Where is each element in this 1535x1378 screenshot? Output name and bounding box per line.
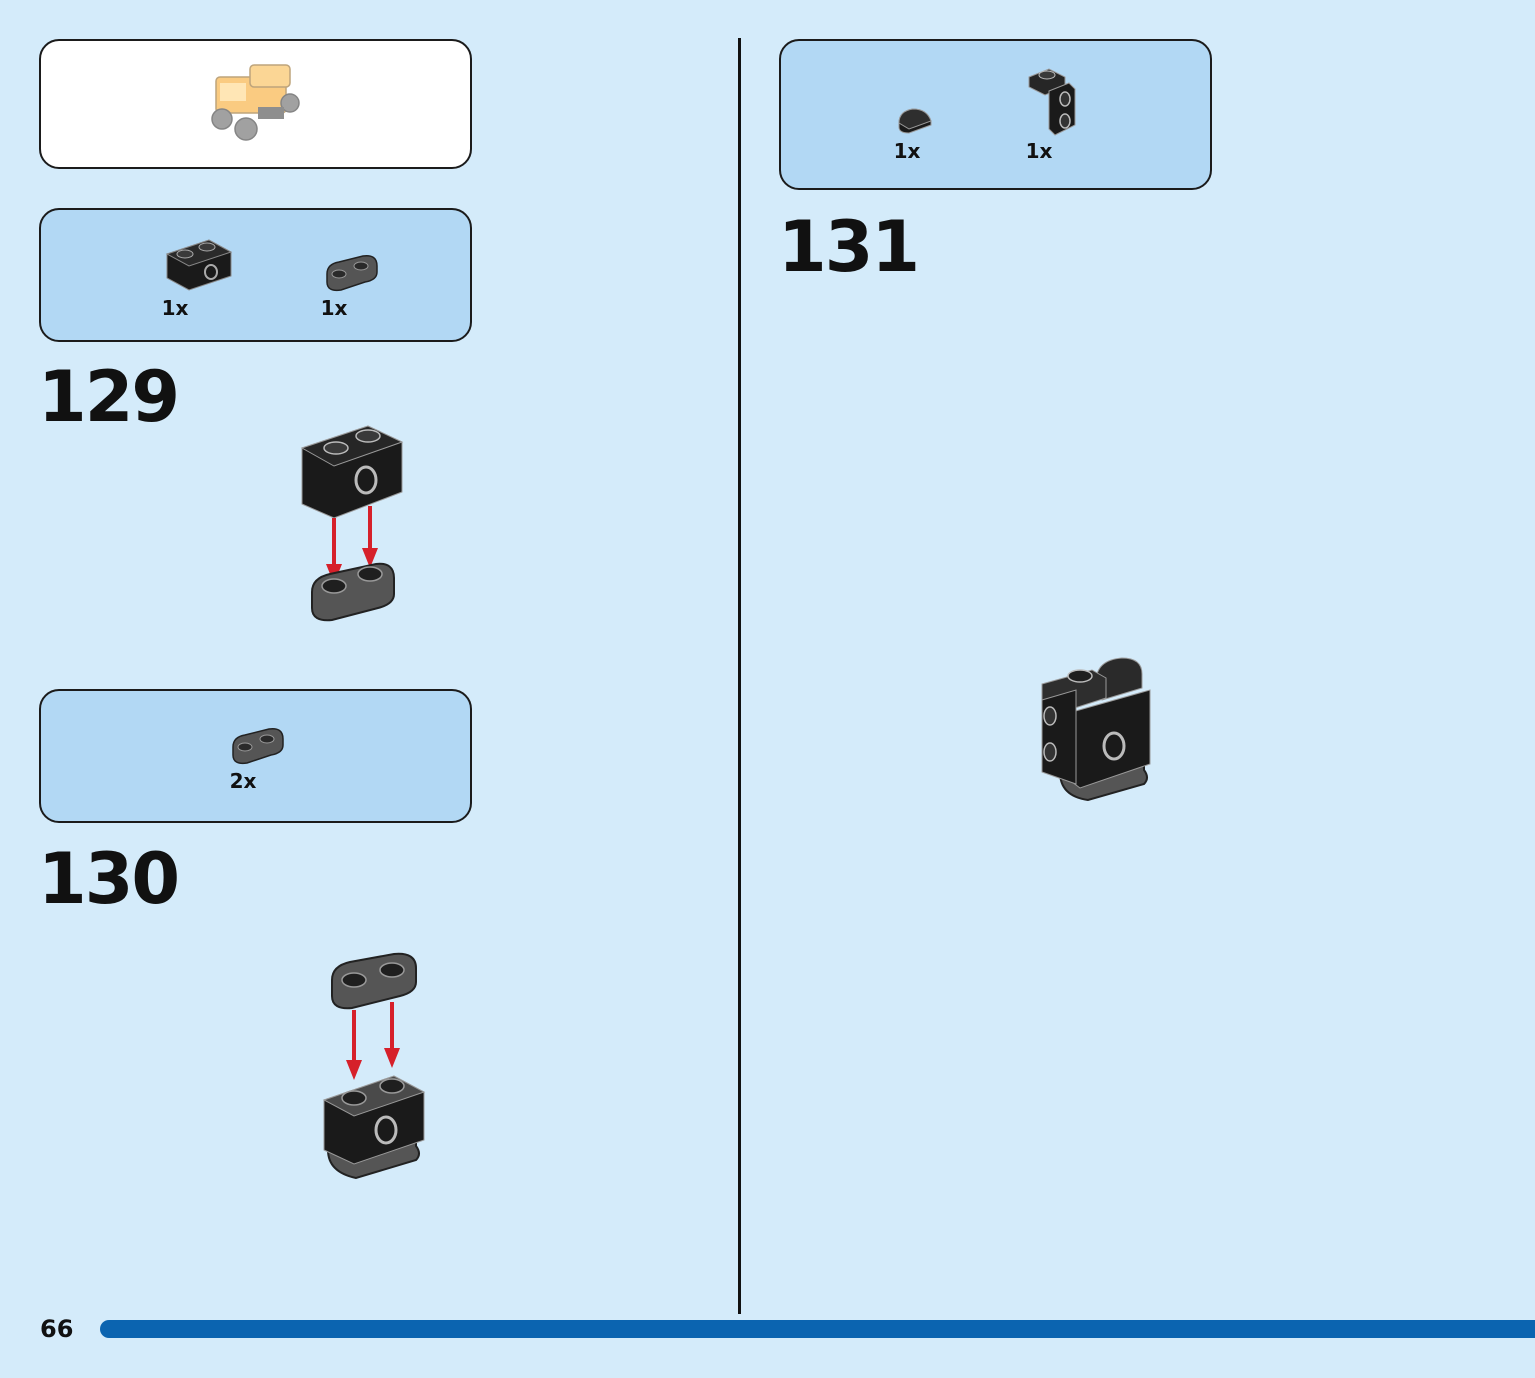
step-number: 129 (38, 356, 180, 438)
part-qty: 1x (893, 139, 921, 163)
column-divider (738, 38, 741, 1314)
bracket-icon (1028, 68, 1076, 136)
page-number: 66 (40, 1315, 74, 1343)
step-129-assembly-icon (300, 425, 404, 622)
part-qty: 1x (161, 296, 189, 320)
step-131-assembly-icon (1041, 657, 1151, 802)
overview-panel (39, 39, 472, 169)
page-progress-bar (100, 1320, 1535, 1338)
technic-brick-icon (165, 239, 233, 291)
assembled-vehicle-preview-icon (211, 64, 300, 141)
step-130-assembly-icon (322, 952, 426, 1180)
part-qty: 1x (320, 296, 348, 320)
quarter-round-tile-icon (898, 108, 932, 134)
parts-list-step-130: 2x (39, 689, 472, 823)
step-number: 130 (38, 838, 180, 920)
step-number: 131 (778, 206, 920, 288)
parts-list-step-131: 1x 1x (779, 39, 1212, 190)
part-qty: 1x (1025, 139, 1053, 163)
part-qty: 2x (229, 769, 257, 793)
rounded-plate-icon (326, 254, 378, 292)
parts-list-step-129: 1x 1x (39, 208, 472, 342)
rounded-plate-icon (232, 727, 284, 765)
